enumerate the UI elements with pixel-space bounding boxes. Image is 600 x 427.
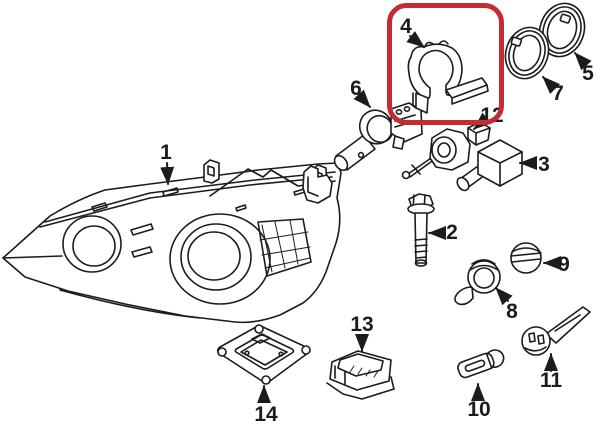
part-label-1: 1 [160, 141, 172, 164]
part-label-9: 9 [558, 253, 570, 276]
part-label-4: 4 [400, 15, 412, 38]
callout-8-arrow [495, 287, 513, 306]
callout-7-arrow [542, 76, 560, 94]
callout-5-arrow [574, 52, 592, 71]
part-10-bulb-drawing [457, 349, 505, 379]
part-3-bulb-holder-drawing [456, 139, 523, 192]
part-14-control-module-drawing [216, 324, 311, 385]
part-label-3: 3 [538, 153, 550, 176]
part-4-retaining-clip-drawing [407, 40, 489, 114]
part-label-8: 8 [506, 300, 518, 323]
part-5-sealing-ring-drawing [538, 2, 586, 58]
part-6-bulb-drawing [333, 102, 423, 172]
part-11-bulb-socket-drawing [521, 306, 591, 356]
callout-1-arrow [160, 162, 175, 185]
callout-labels: 1 2 3 4 5 6 7 8 9 10 11 12 13 14 [160, 15, 594, 426]
part-label-14: 14 [254, 403, 278, 426]
diagram-line-art: 1 2 3 4 5 6 7 8 9 10 11 12 13 14 [2, 2, 594, 426]
part-label-5: 5 [582, 62, 594, 85]
part-7-sealing-ring-drawing [504, 26, 550, 80]
callout-4-arrow [406, 30, 425, 48]
part-8-bulb-socket-drawing [454, 259, 501, 306]
highlight-box [387, 3, 504, 125]
part-label-13: 13 [350, 313, 373, 336]
part-label-2: 2 [446, 221, 458, 244]
part-label-6: 6 [350, 77, 362, 100]
part-label-7: 7 [552, 82, 564, 105]
part-13-bracket-drawing [326, 350, 395, 400]
part-1-headlight-assembly-drawing [2, 159, 342, 324]
part-9-cap-drawing [510, 242, 542, 274]
callout-6-arrow [353, 89, 371, 108]
part-label-10: 10 [467, 398, 490, 421]
part-label-11: 11 [540, 369, 563, 392]
part-2-bolt-drawing [407, 193, 435, 267]
reflector-hatch [259, 219, 311, 273]
callout-arrows [160, 30, 592, 403]
